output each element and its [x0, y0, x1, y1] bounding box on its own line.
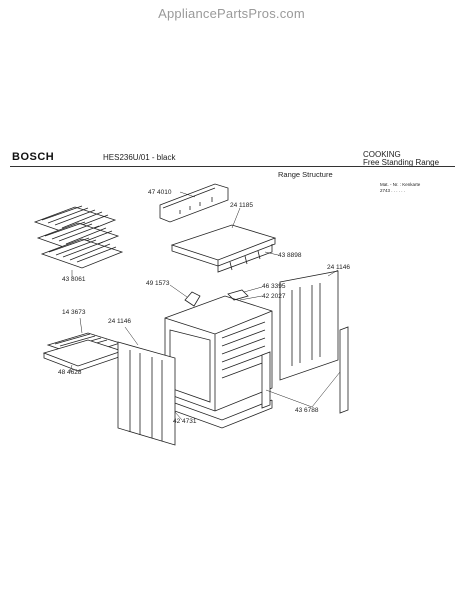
part-label[interactable]: 24 1185 [230, 202, 254, 209]
brand-logo: BOSCH [12, 151, 55, 163]
part-label[interactable]: 43 6788 [295, 407, 319, 414]
broil-pan-icon [42, 332, 124, 372]
model-number: HES236U/01 - black [103, 153, 176, 162]
part-label[interactable]: 48 4628 [58, 369, 82, 376]
oven-racks-icon [33, 205, 124, 269]
part-label[interactable]: 47 4010 [148, 189, 172, 196]
category-title: COOKING [363, 150, 401, 159]
part-label[interactable]: 14 3673 [62, 309, 86, 316]
header-rule [10, 166, 455, 167]
part-label[interactable]: 43 8898 [278, 252, 302, 259]
range-body-icon [164, 289, 273, 429]
control-panel-icon [159, 183, 229, 223]
part-label[interactable]: 43 8061 [62, 276, 86, 283]
right-side-panel-icon [279, 270, 339, 381]
meta-line-2: 2743 . . . . . . [380, 188, 406, 193]
part-label[interactable]: 42 4731 [173, 418, 197, 425]
part-label[interactable]: 46 3395 [262, 283, 286, 290]
watermark: AppliancePartsPros.com [158, 6, 305, 21]
trim-strip-icon [261, 326, 349, 414]
section-title: Range Structure [278, 170, 333, 179]
category-subtitle: Free Standing Range [363, 158, 440, 167]
part-label[interactable]: 49 1573 [146, 280, 170, 287]
part-label[interactable]: 24 1146 [327, 264, 351, 271]
part-label[interactable]: 42 2027 [262, 293, 286, 300]
left-side-panel-icon [117, 341, 176, 446]
meta-line-1: Mat. - Nr. : Kenkarte [380, 182, 421, 187]
cooktop-icon [170, 224, 277, 273]
part-label[interactable]: 24 1146 [108, 318, 132, 325]
